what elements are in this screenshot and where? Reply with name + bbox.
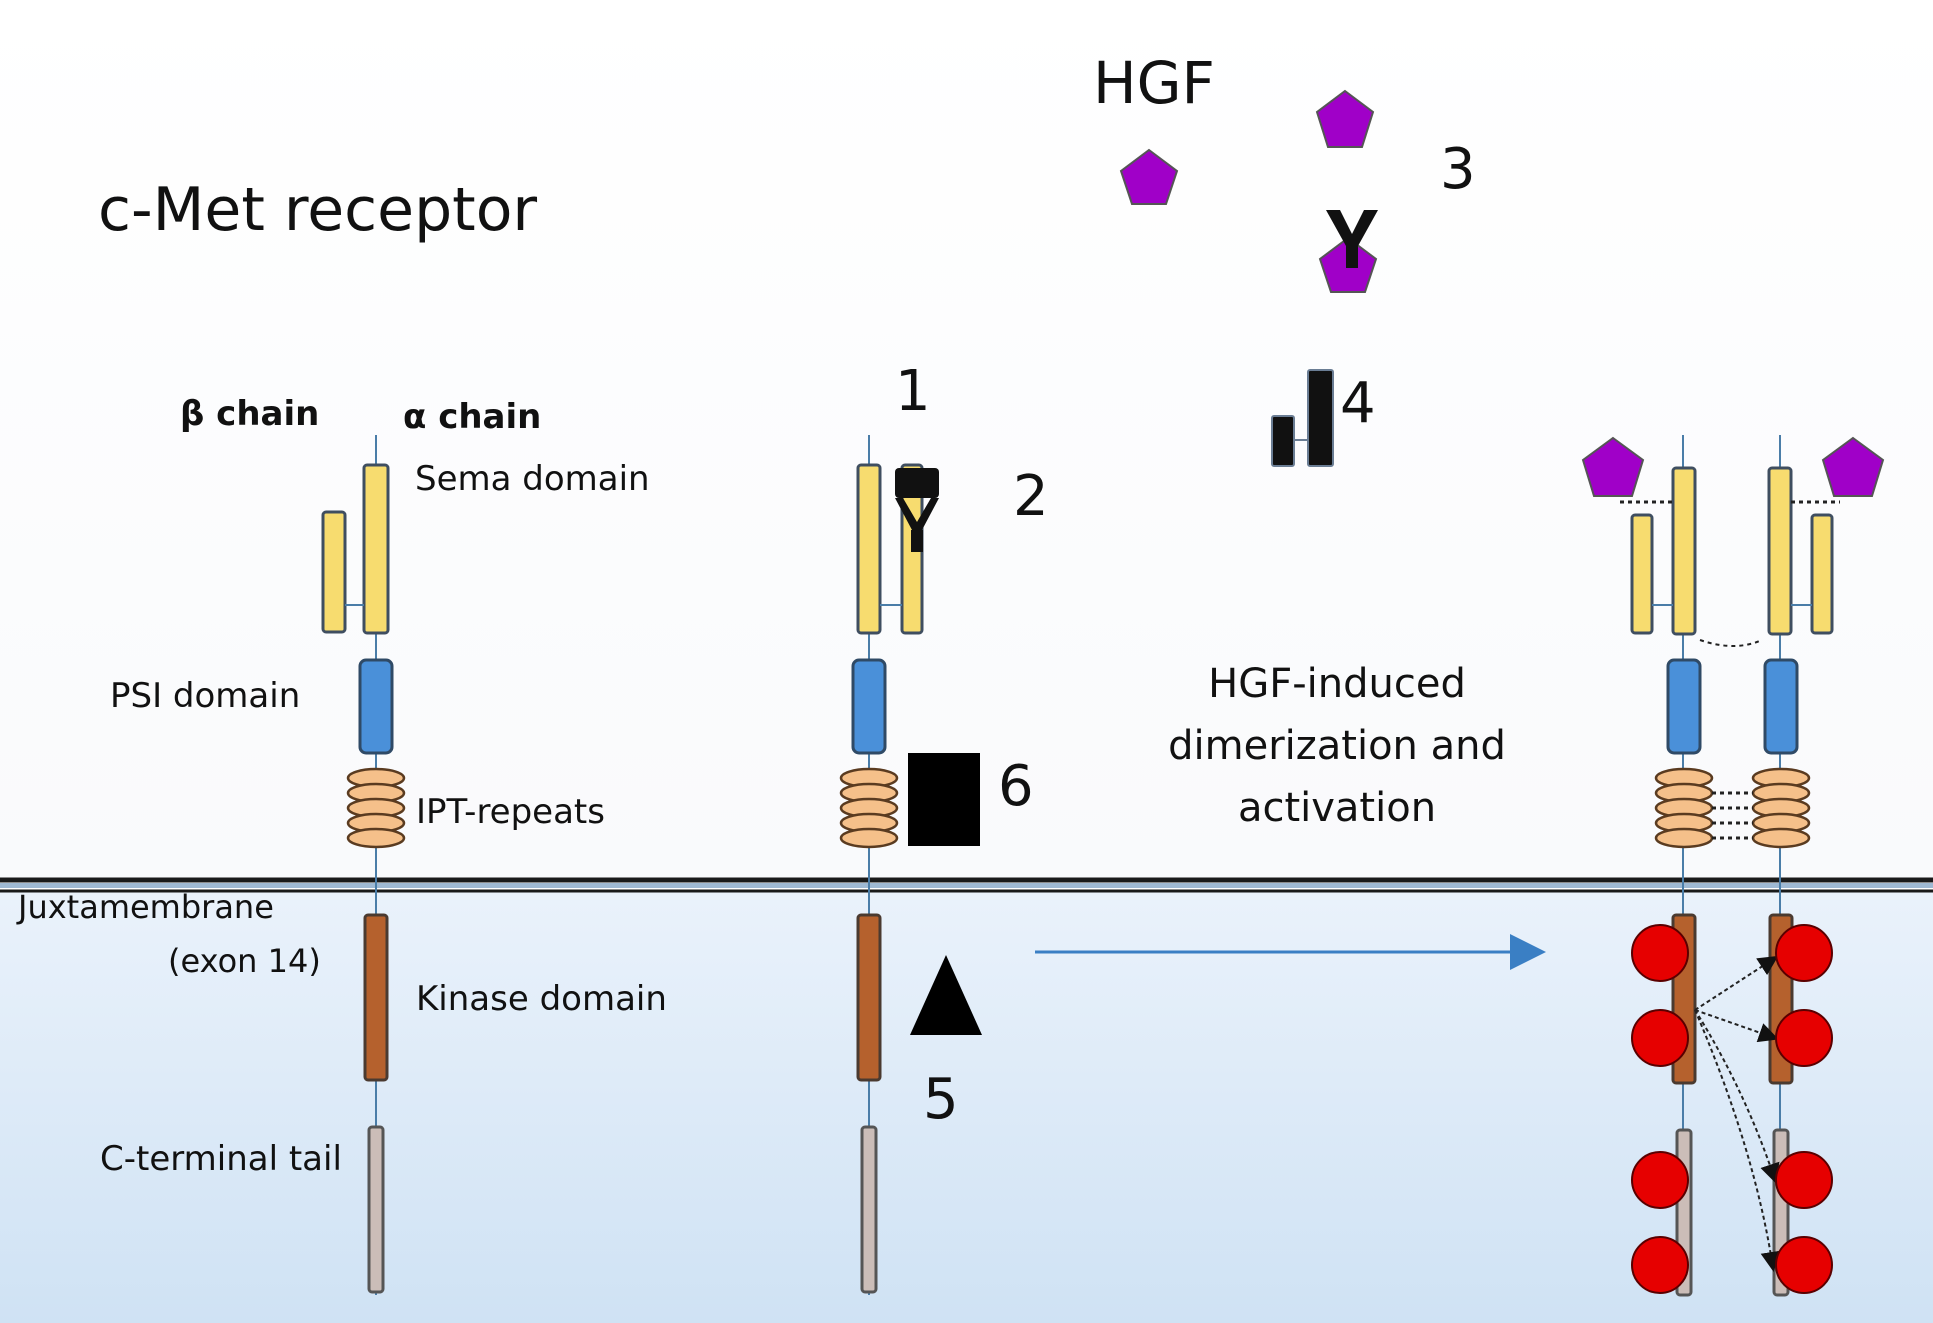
inhibitor-5-triangle (910, 955, 982, 1035)
anti-hgf-antibody-icon (1326, 210, 1378, 268)
receptor-annotated (321, 435, 406, 1295)
ipt-repeats (346, 767, 406, 849)
exon14-label: (exon 14) (168, 942, 321, 980)
number-2: 2 (1013, 464, 1049, 529)
number-6: 6 (998, 754, 1034, 819)
c-terminal-tail-2 (860, 1125, 878, 1294)
phosphorylation-sites (1631, 924, 1833, 1294)
alpha-sema-bar (362, 463, 390, 635)
psi-domain (358, 658, 394, 755)
ipt-repeats-2 (839, 767, 899, 849)
cytoplasm (0, 890, 1933, 1323)
hgf-ligand-icon (1119, 148, 1179, 205)
psi-domain-2 (851, 658, 887, 755)
extracellular-space (0, 0, 1933, 880)
activated-dimer (1581, 435, 1885, 1297)
beta-chain-label: β chain (180, 394, 319, 434)
kinase-domain-label: Kinase domain (416, 979, 667, 1019)
activation-text-line2: dimerization and (1168, 723, 1506, 769)
alpha-chain-label: α chain (403, 397, 541, 437)
activation-text-line1: HGF-induced (1208, 661, 1466, 707)
hgf-label: HGF (1093, 49, 1215, 117)
psi-domain-label: PSI domain (110, 676, 300, 716)
ipt-repeats-label: IPT-repeats (416, 792, 605, 832)
number-3: 3 (1440, 137, 1476, 202)
hgf-ligand-icon (1315, 89, 1375, 148)
inhibitor-4-icon (1271, 369, 1334, 467)
hgf-ligand-icon (1821, 436, 1885, 497)
inhibitor-6-block (908, 753, 980, 846)
number-5: 5 (923, 1067, 959, 1132)
sema-domain-label: Sema domain (415, 459, 650, 499)
receptor-inhibitor-sites (839, 435, 924, 1295)
c-terminal-tail (367, 1125, 385, 1294)
juxtamembrane-label: Juxtamembrane (16, 888, 274, 926)
cell-membrane (0, 877, 1933, 893)
c-terminal-tail-label: C-terminal tail (100, 1139, 342, 1179)
number-4: 4 (1340, 371, 1376, 436)
diagram-title: c-Met receptor (98, 175, 537, 245)
hgf-ligand-icon (1581, 436, 1645, 497)
number-1: 1 (895, 359, 931, 424)
kinase-domain (363, 913, 389, 1082)
beta-sema-bar (321, 510, 347, 634)
alpha-sema-bar-2 (856, 463, 882, 635)
activation-text-line3: activation (1238, 785, 1436, 831)
kinase-domain-2 (856, 913, 882, 1082)
antibody-2-icon (895, 468, 939, 552)
